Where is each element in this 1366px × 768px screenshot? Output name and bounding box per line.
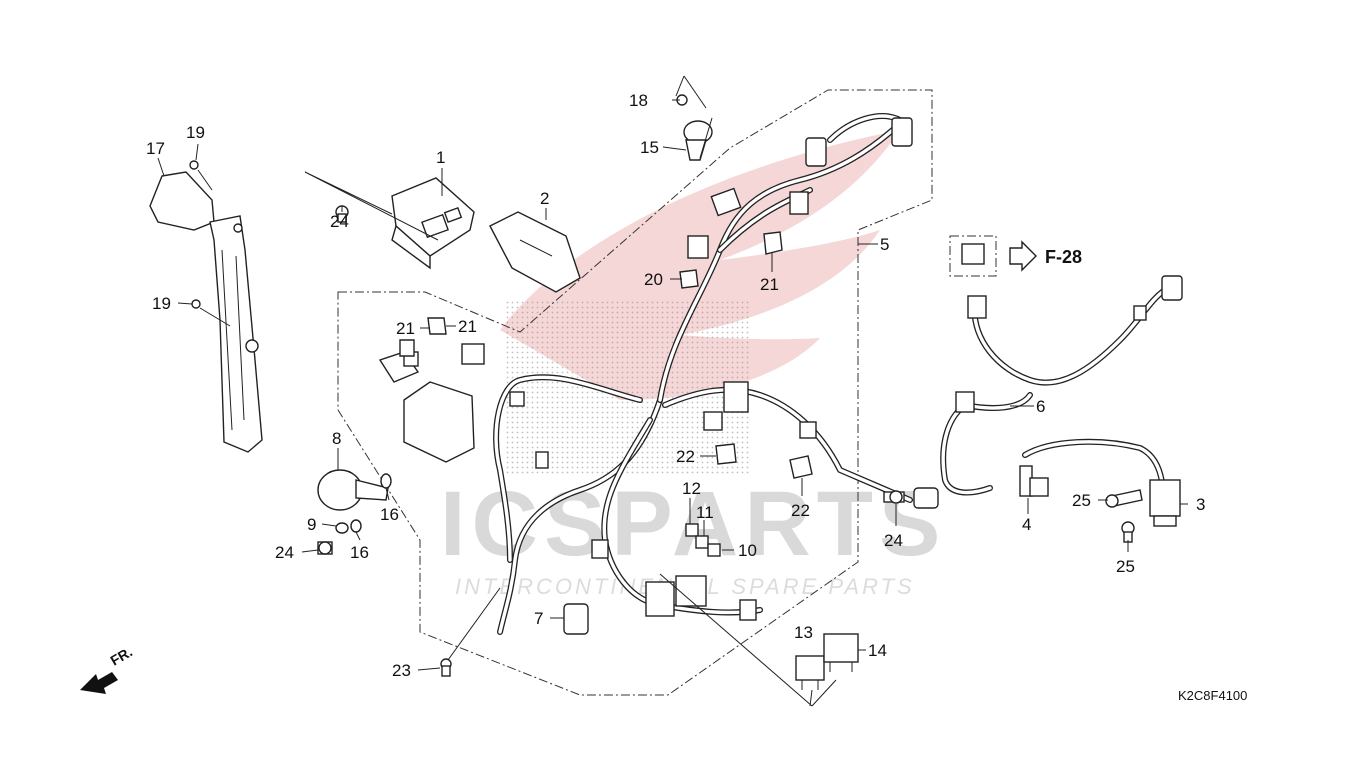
reference-box [949,235,1037,277]
reference-label: F-28 [1045,247,1082,267]
front-direction-arrow [80,672,118,694]
clip-12 [685,523,699,537]
callout-12: 12 [682,479,701,498]
screw-19-mid [191,299,201,309]
relay-13 [795,655,825,690]
callout-1: 1 [436,148,445,167]
clip-22-lower [789,455,813,479]
callout-11: 11 [696,503,714,522]
bolt-25-lower [1121,521,1135,543]
bolt-25-upper [1105,489,1143,508]
leader-lines [157,75,1188,707]
callout-15: 15 [640,138,659,157]
callout-14: 14 [868,641,887,660]
callout-17: 17 [146,139,165,158]
callout-22-upper: 22 [676,447,695,466]
front-direction-label: FR. [108,643,136,668]
callout-10: 10 [738,541,757,560]
bolt-24-right [883,490,905,504]
diagram-code: K2C8F4100 [1178,688,1247,703]
relay-14 [823,633,859,672]
callout-13: 13 [794,623,813,642]
connector-7 [563,603,589,635]
callout-16-bottom: 16 [350,543,369,562]
washer-16-bottom [350,519,362,533]
callout-25-upper: 25 [1072,491,1091,510]
callout-6: 6 [1036,397,1045,416]
clip-22-upper [715,443,737,465]
washer-16-top [380,473,392,489]
callout-16-top: 16 [380,505,399,524]
callout-23: 23 [392,661,411,680]
sub-wire-harness [940,275,1183,496]
clip-21-left-b [399,339,415,357]
callout-2: 2 [540,189,549,208]
frame-bracket-part [149,171,263,453]
callout-4: 4 [1022,515,1031,534]
callout-8: 8 [332,429,341,448]
watermark-wing-logo [500,130,900,475]
washer-9 [335,522,349,534]
sensor-part [676,94,713,161]
bolt-24-horn [317,541,333,555]
screw-19-top [189,160,199,170]
clip-10 [707,543,721,557]
callout-20: 20 [644,270,663,289]
callout-5: 5 [880,235,889,254]
horn-part [317,469,389,511]
clip-20 [679,269,699,289]
clip-11 [695,535,709,549]
screw-23 [440,658,452,677]
callout-24-right: 24 [884,531,903,550]
callout-24-horn: 24 [275,543,294,562]
plug-cap-part [1019,465,1049,497]
callout-21-mid: 21 [458,317,477,336]
callout-18: 18 [629,91,648,110]
callout-22-lower: 22 [791,501,810,520]
clip-21-left-a [427,317,447,335]
callout-3: 3 [1196,495,1205,514]
ecu-bracket-part [489,211,581,293]
callout-9: 9 [307,515,316,534]
callout-21-left: 21 [396,319,415,338]
callout-21-right: 21 [760,275,779,294]
callout-24-ecu: 24 [330,212,349,231]
callout-25-lower: 25 [1116,557,1135,576]
callout-19-top: 19 [186,123,205,142]
callout-19-mid: 19 [152,294,171,313]
clip-21-top-right [763,231,783,255]
ecu-module-part [391,177,475,270]
ignition-coil-part [1022,438,1181,527]
callout-7: 7 [534,609,543,628]
